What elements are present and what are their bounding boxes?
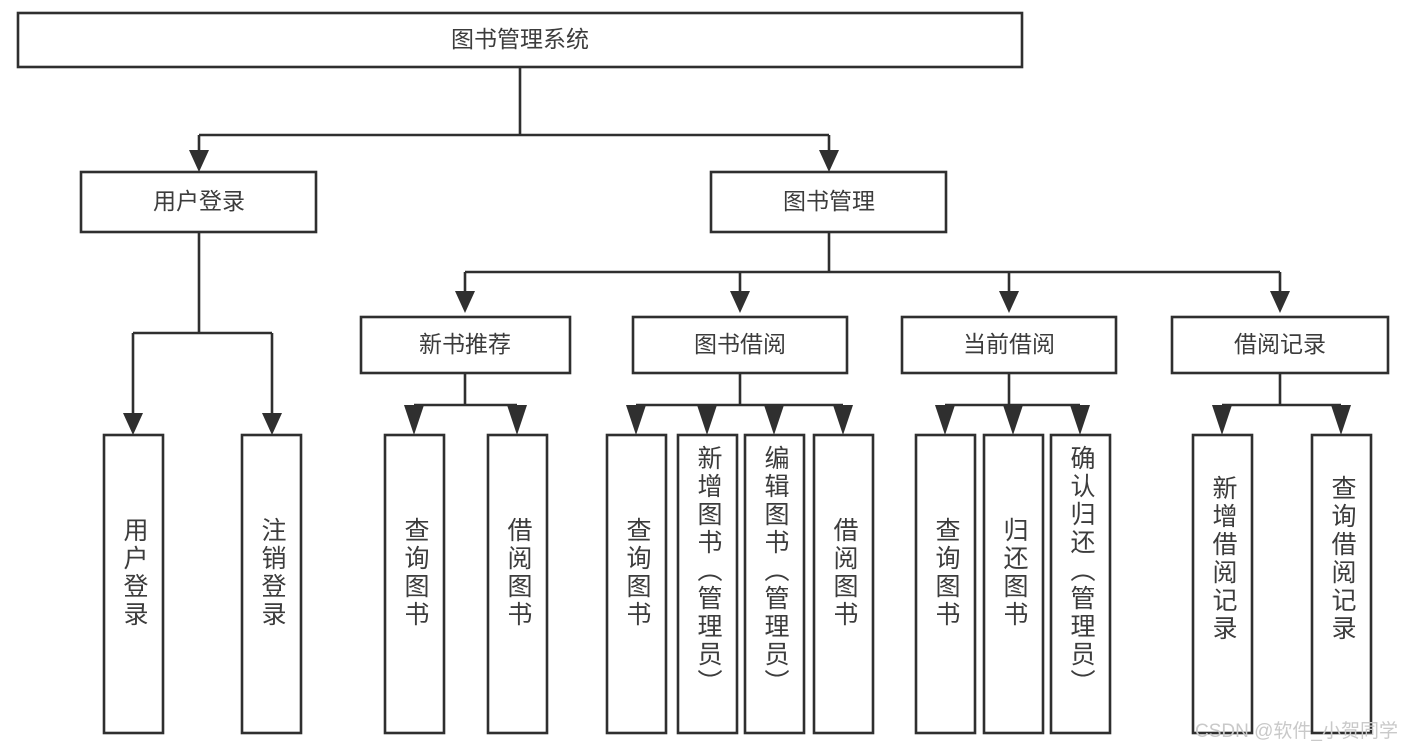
arrow-head-book-manage: [819, 150, 839, 172]
leaf-boxes-borrow-record: [1191, 433, 1373, 735]
connector-group-book-borrow: [626, 373, 853, 435]
leaf-box-user-login-0[interactable]: [102, 433, 165, 735]
node-new-book-recommend-box[interactable]: [359, 315, 572, 375]
connector-group-current-borrow: [935, 373, 1090, 435]
node-book-borrow[interactable]: 图书借阅: [631, 315, 849, 375]
node-borrow-record-box[interactable]: [1170, 315, 1390, 375]
leaf-box-book-borrow-1[interactable]: [676, 433, 739, 735]
arrow-head-user-login: [189, 150, 209, 172]
node-current-borrow-box[interactable]: [900, 315, 1118, 375]
arrow-head-l3-2: [999, 291, 1019, 313]
leaf-box-new-book-0[interactable]: [383, 433, 446, 735]
arrow-head-leaf-user-login-1: [262, 413, 282, 435]
leaf-box-new-book-1[interactable]: [486, 433, 549, 735]
node-book-borrow-label: 图书借阅: [694, 331, 786, 357]
arrow-head-leaf-book-borrow-2: [764, 405, 784, 435]
arrow-head-leaf-current-borrow-2: [1070, 405, 1090, 435]
node-book-manage-label: 图书管理: [783, 188, 875, 214]
arrow-head-leaf-book-borrow-1: [697, 405, 717, 435]
leaf-boxes-current-borrow: [914, 433, 1112, 735]
node-borrow-record[interactable]: 借阅记录: [1170, 315, 1390, 375]
leaf-boxes-user-login: [102, 433, 303, 735]
node-book-borrow-box[interactable]: [631, 315, 849, 375]
node-new-book-recommend-label: 新书推荐: [419, 331, 511, 357]
arrow-head-leaf-new-book-0: [404, 405, 424, 435]
connector-group-new-book: [404, 373, 527, 435]
node-user-login-box[interactable]: [79, 170, 318, 234]
connector-group-user-login: [123, 232, 282, 435]
leaf-box-borrow-record-1[interactable]: [1310, 433, 1373, 735]
csdn-watermark: CSDN @软件_小贺同学: [1195, 720, 1398, 742]
leaf-box-book-borrow-0[interactable]: [605, 433, 668, 735]
node-root-label: 图书管理系统: [451, 26, 589, 52]
node-root-box[interactable]: [16, 11, 1024, 69]
arrow-head-leaf-book-borrow-0: [626, 405, 646, 435]
node-current-borrow-label: 当前借阅: [963, 331, 1055, 357]
leaf-box-current-borrow-2[interactable]: [1049, 433, 1112, 735]
node-current-borrow[interactable]: 当前借阅: [900, 315, 1118, 375]
arrow-head-leaf-borrow-record-0: [1212, 405, 1232, 435]
leaf-box-book-borrow-2[interactable]: [743, 433, 806, 735]
arrow-head-l3-0: [455, 291, 475, 313]
leaf-boxes-new-book-recommend: [383, 433, 549, 735]
arrow-head-l3-3: [1270, 291, 1290, 313]
leaf-box-borrow-record-0[interactable]: [1191, 433, 1254, 735]
node-borrow-record-label: 借阅记录: [1234, 331, 1326, 357]
arrow-head-leaf-current-borrow-0: [935, 405, 955, 435]
node-user-login-label: 用户登录: [153, 188, 245, 214]
node-book-manage[interactable]: 图书管理: [709, 170, 948, 234]
arrow-head-leaf-borrow-record-1: [1331, 405, 1351, 435]
node-book-manage-box[interactable]: [709, 170, 948, 234]
leaf-box-current-borrow-0[interactable]: [914, 433, 977, 735]
arrow-head-leaf-new-book-1: [507, 405, 527, 435]
connector-group-root: [189, 67, 839, 172]
leaf-box-book-borrow-3[interactable]: [812, 433, 875, 735]
arrow-head-leaf-current-borrow-1: [1003, 405, 1023, 435]
leaf-boxes-book-borrow: [605, 433, 875, 735]
leaf-box-user-login-1[interactable]: [240, 433, 303, 735]
node-new-book-recommend[interactable]: 新书推荐: [359, 315, 572, 375]
arrow-head-leaf-book-borrow-3: [833, 405, 853, 435]
connector-group-borrow-record: [1212, 373, 1351, 435]
arrow-head-leaf-user-login-0: [123, 413, 143, 435]
connector-group-book-manage: [455, 232, 1290, 313]
node-root[interactable]: 图书管理系统: [16, 11, 1024, 69]
arrow-head-l3-1: [730, 291, 750, 313]
node-user-login[interactable]: 用户登录: [79, 170, 318, 234]
leaf-box-current-borrow-1[interactable]: [982, 433, 1045, 735]
